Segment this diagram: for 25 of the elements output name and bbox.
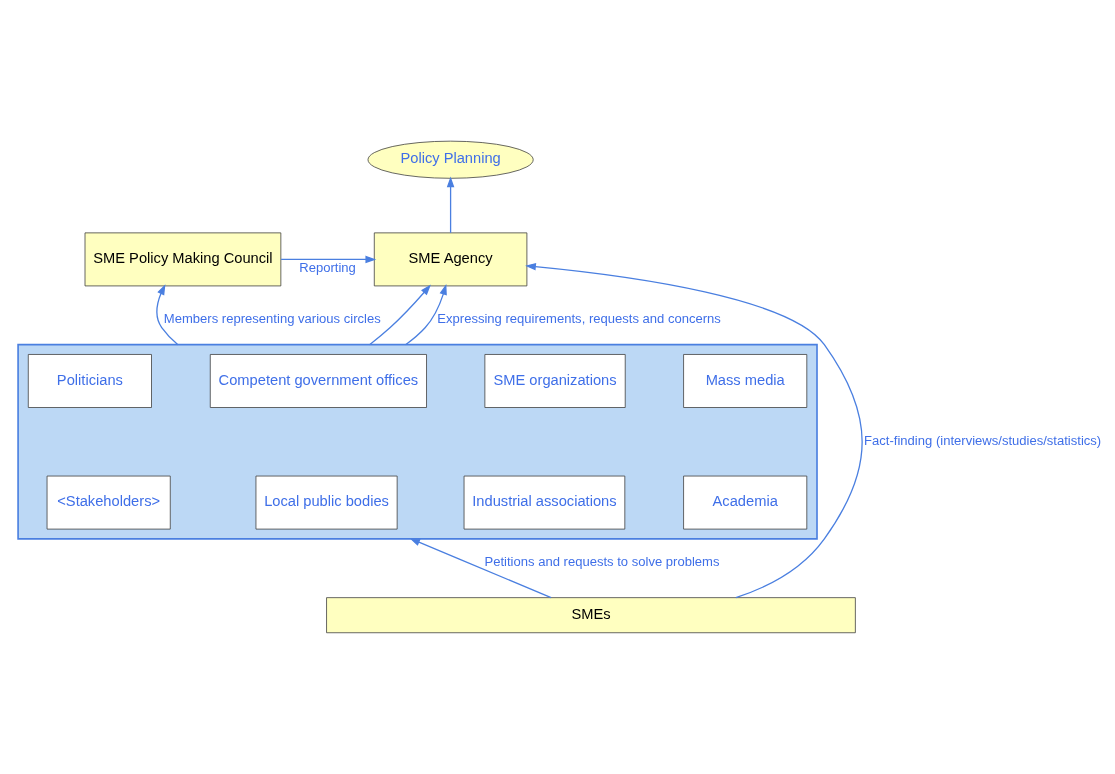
node-ellipse: Policy Planning	[367, 140, 534, 179]
arrow	[404, 284, 447, 346]
node-box: Competent government offices	[209, 354, 427, 408]
node-box: Mass media	[683, 354, 808, 408]
edge-label: Reporting	[299, 260, 356, 276]
node-box: Industrial associations	[463, 475, 626, 530]
edge-label: Expressing requirements, requests and concerns	[437, 311, 721, 327]
arrow	[446, 176, 455, 234]
node-box: SME Agency	[373, 232, 528, 287]
edge-label: Petitions and requests to solve problems	[484, 554, 720, 570]
node-box: SMEs	[326, 597, 856, 634]
arrow	[368, 284, 431, 346]
arrow	[409, 538, 552, 599]
node-box: Local public bodies	[255, 475, 398, 530]
node-box: SME Policy Making Council	[84, 232, 282, 287]
arrow	[156, 284, 179, 346]
node-box: Academia	[683, 475, 808, 530]
cluster	[17, 343, 818, 540]
edge-label: Members representing various circles	[163, 311, 381, 327]
node-box: SME organizations	[484, 354, 626, 408]
node-box: <Stakeholders>	[46, 475, 171, 530]
node-box: Politicians	[27, 354, 152, 408]
edge-label: Fact-finding (interviews/studies/statistics)	[864, 432, 1102, 448]
arrow	[280, 255, 377, 264]
arrow	[525, 262, 863, 599]
